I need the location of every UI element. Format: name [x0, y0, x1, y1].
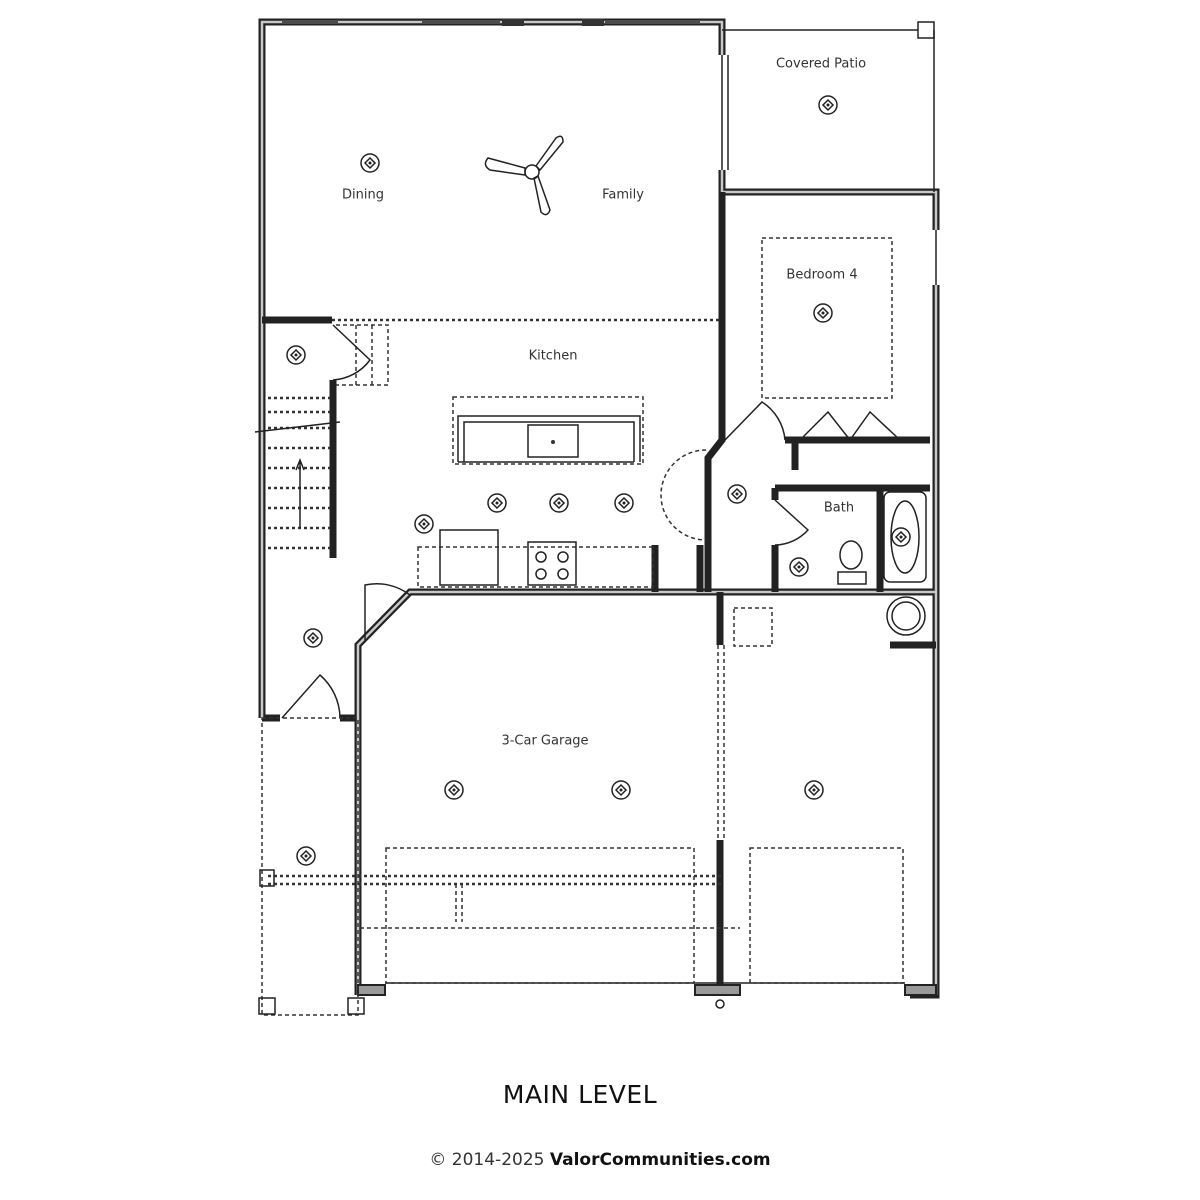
ceiling-light-icon — [804, 780, 824, 800]
room-label-kitchen: Kitchen — [528, 348, 578, 364]
ceiling-fan-icon — [484, 135, 564, 216]
ceiling-light-icon — [487, 493, 507, 513]
kitchen-island — [457, 415, 641, 463]
ceiling-light-icon — [818, 95, 838, 115]
copyright-years: © 2014-2025 — [429, 1150, 545, 1170]
ceiling-light-icon — [414, 514, 434, 534]
room-label-bedroom-4: Bedroom 4 — [786, 267, 858, 283]
ceiling-light-icon — [611, 780, 631, 800]
ceiling-light-icon — [286, 345, 306, 365]
ceiling-light-icon — [444, 780, 464, 800]
kitchen-appliances — [439, 529, 577, 586]
ceiling-lights — [286, 95, 911, 866]
interior-walls — [262, 192, 936, 990]
room-label-covered-patio: Covered Patio — [775, 56, 867, 72]
door-swings — [281, 324, 901, 719]
ceiling-light-icon — [303, 628, 323, 648]
room-label-family: Family — [602, 187, 644, 203]
room-label-garage: 3-Car Garage — [501, 733, 589, 749]
room-label-bath: Bath — [823, 500, 855, 516]
dashed-elements — [261, 237, 904, 1016]
copyright: © 2014-2025 ValorCommunities.com — [0, 1150, 1200, 1170]
ceiling-light-icon — [813, 303, 833, 323]
window-lines — [282, 19, 937, 285]
ceiling-light-icon — [789, 557, 809, 577]
ceiling-light-icon — [296, 846, 316, 866]
stairs — [254, 396, 341, 550]
ceiling-light-icon — [360, 153, 380, 173]
plan-title: MAIN LEVEL — [502, 1080, 658, 1109]
ceiling-light-icon — [614, 493, 634, 513]
room-label-dining: Dining — [342, 187, 384, 203]
ceiling-light-icon — [549, 493, 569, 513]
ceiling-light-icon — [891, 527, 911, 547]
posts — [258, 21, 935, 1015]
copyright-brand: ValorCommunities.com — [549, 1150, 771, 1170]
bath-fixtures — [837, 491, 927, 636]
ceiling-light-icon — [727, 484, 747, 504]
garage-door-posts — [357, 982, 937, 996]
